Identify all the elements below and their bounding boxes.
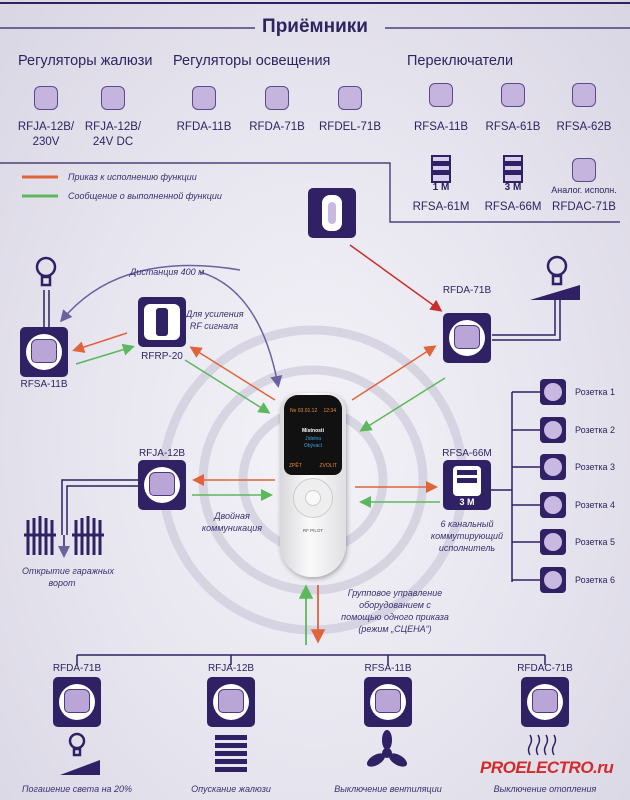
socket-icon bbox=[540, 492, 566, 518]
category-blinds: Регуляторы жалюзи bbox=[18, 53, 153, 69]
receiver-icon bbox=[101, 86, 125, 110]
module-size: 3 M bbox=[504, 182, 522, 193]
catalog-item: RFSA-61B bbox=[485, 121, 541, 133]
screen-softkey-left: ZPĚT bbox=[289, 463, 302, 469]
category-switches: Переключатели bbox=[407, 53, 514, 69]
watermark-logo: PROELECTRO.ru bbox=[480, 758, 614, 777]
catalog-item: RFDEL-71B bbox=[319, 121, 381, 133]
receiver-icon bbox=[572, 158, 596, 182]
catalog-item: RFSA-66M bbox=[484, 201, 542, 213]
socket-label: Розетка 6 bbox=[575, 575, 616, 585]
page-title: Приёмники bbox=[262, 16, 368, 37]
socket-label: Розетка 2 bbox=[575, 425, 616, 435]
bulb-icon bbox=[35, 255, 568, 757]
device-label: RFSA-11B bbox=[364, 663, 412, 674]
dimmer-ramp-icon bbox=[530, 285, 580, 300]
device-label: RFSA-11B bbox=[20, 379, 68, 390]
screen-date: Ne 03.01.12 bbox=[290, 408, 318, 414]
catalog-item: RFDAC-71B bbox=[552, 201, 616, 213]
scene-caption: Выключение вентиляции bbox=[334, 784, 442, 794]
blinds-icon bbox=[215, 735, 247, 772]
din-module-icon bbox=[503, 155, 523, 183]
module-size: 3 M bbox=[459, 497, 475, 507]
garage-gate-icon bbox=[24, 516, 104, 555]
remote-control-icon bbox=[308, 188, 356, 238]
remote-navigation-wheel bbox=[293, 478, 333, 518]
screen-menu-item: Jídelna bbox=[304, 436, 322, 442]
remote-screen: Ne 03.01.12 12:34 Místnosti Jídelna Obýv… bbox=[284, 395, 342, 475]
device-rfdac-71b bbox=[521, 677, 569, 727]
scene-caption: Опускание жалюзи bbox=[191, 784, 271, 794]
receiver-icon bbox=[429, 83, 453, 107]
socket-icon bbox=[540, 567, 566, 593]
heating-icon bbox=[527, 734, 557, 756]
rf-pilot-remote: Ne 03.01.12 12:34 Místnosti Jídelna Obýv… bbox=[280, 393, 346, 577]
catalog-item: RFSA-11B bbox=[413, 121, 469, 133]
catalog-item: RFJA-12B/24V DC bbox=[84, 121, 142, 148]
receiver-icon bbox=[192, 86, 216, 110]
screen-menu-title: Místnosti bbox=[302, 428, 324, 434]
scene-caption: Погашение света на 20% bbox=[21, 784, 133, 794]
screen-softkey-right: ZVOLIT bbox=[319, 463, 337, 469]
module-size: 1 M bbox=[432, 182, 450, 193]
din-module-icon bbox=[431, 155, 451, 183]
device-rfja-12b bbox=[138, 460, 186, 510]
device-rfrp-20 bbox=[138, 297, 186, 347]
socket-icon bbox=[540, 417, 566, 443]
device-label: RFJA-12B bbox=[207, 663, 255, 674]
catalog-item: RFSA-62B bbox=[556, 121, 612, 133]
socket-label: Розетка 3 bbox=[575, 462, 616, 472]
device-rfja-12b bbox=[207, 677, 255, 727]
device-rfsa-11b bbox=[364, 677, 412, 727]
device-rfda-71b bbox=[443, 313, 491, 363]
remote-brand: RF PILOT bbox=[302, 528, 324, 533]
device-label: RFJA-12B bbox=[138, 448, 186, 459]
catalog-item: RFDA-71B bbox=[249, 121, 305, 133]
device-label: RFDA-71B bbox=[52, 663, 102, 674]
socket-icon bbox=[540, 379, 566, 405]
catalog-item: RFJA-12B/230V bbox=[17, 121, 75, 148]
device-rfsa-11b bbox=[20, 327, 68, 377]
distance-note: Дистанция 400 м bbox=[130, 267, 205, 277]
socket-icon bbox=[540, 529, 566, 555]
receiver-icon bbox=[34, 86, 58, 110]
legend-feedback: Сообщение о выполненной функции bbox=[68, 191, 222, 201]
device-label: RFRP-20 bbox=[141, 351, 183, 362]
screen-time: 12:34 bbox=[323, 408, 336, 414]
receiver-icon bbox=[572, 83, 596, 107]
device-label: RFDAC-71B bbox=[517, 663, 573, 674]
module-note: Аналог. исполн. bbox=[551, 185, 617, 195]
receiver-icon bbox=[265, 86, 289, 110]
scene-caption: Выключение отопления bbox=[493, 784, 597, 794]
socket-label: Розетка 1 bbox=[575, 387, 616, 397]
legend-order: Приказ к исполнению функции bbox=[68, 172, 197, 182]
catalog-item: RFDA-11B bbox=[176, 121, 232, 133]
socket-label: Розетка 4 bbox=[575, 500, 616, 510]
dimmer-ramp-icon bbox=[60, 760, 100, 775]
socket-label: Розетка 5 bbox=[575, 537, 616, 547]
fan-icon bbox=[366, 730, 408, 767]
device-label: RFSA-66M bbox=[442, 448, 492, 459]
socket-icon bbox=[540, 454, 566, 480]
receiver-icon bbox=[501, 83, 525, 107]
screen-menu-item: Obývací bbox=[303, 443, 323, 449]
category-lighting: Регуляторы освещения bbox=[173, 53, 331, 69]
device-rfsa-66m: 3 M bbox=[443, 460, 491, 510]
receiver-icon bbox=[338, 86, 362, 110]
device-rfda-71b bbox=[53, 677, 101, 727]
catalog-item: RFSA-61M bbox=[412, 201, 470, 213]
device-label: RFDA-71B bbox=[442, 285, 492, 296]
